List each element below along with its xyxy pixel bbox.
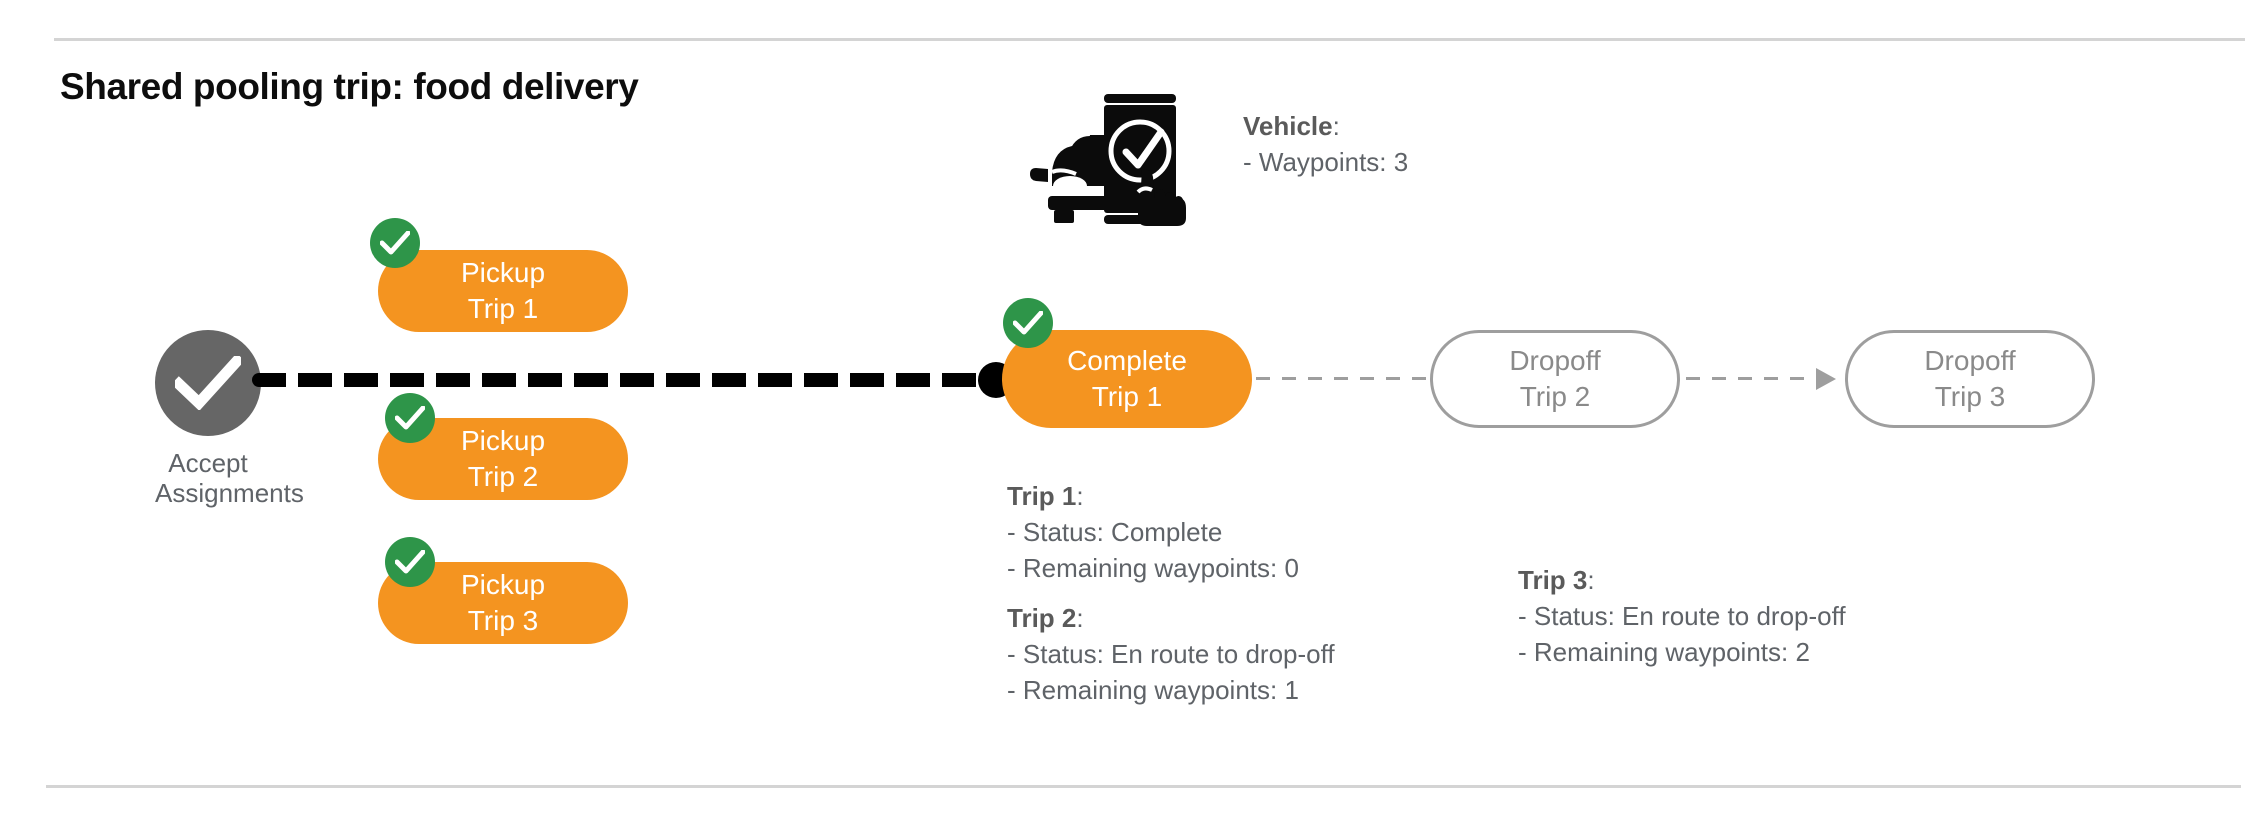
trip-3-note-header-suffix: : [1587,565,1595,595]
car-phone-check-icon [1030,88,1200,228]
pickup-trip-1-line1: Pickup [460,257,546,289]
accept-label-line2: Assignments [155,478,304,509]
green-check-badge-complete-1 [1003,298,1053,348]
trip-3-note-header-text: Trip 3 [1518,565,1588,595]
check-circle-icon [155,330,261,436]
trip-3-note-status: - Status: En route to drop-off [1518,601,1846,632]
dropoff-trip-2-line1: Dropoff [1509,345,1601,377]
pickup-trip-1-line2: Trip 1 [467,293,539,324]
pickup-trip-2-line1: Pickup [460,425,546,457]
green-check-badge-pickup-3 [385,537,435,587]
vehicle-note-header-text: Vehicle [1243,111,1333,141]
dropoff-trip-3-line1: Dropoff [1924,345,2016,377]
vehicle-note-waypoints: - Waypoints: 3 [1243,147,1409,178]
pickup-trip-3-line2: Trip 3 [467,605,539,636]
accept-assignments-label: Accept Assignments [155,448,304,509]
assignment-trunk-line [252,373,1000,387]
green-check-badge-pickup-1 [370,218,420,268]
trip-1-note: Trip 1: - Status: Complete - Remaining w… [1007,478,1299,586]
accept-assignments-node[interactable]: Accept Assignments [155,330,304,509]
connector-complete1-to-dropoff2 [1256,377,1426,380]
trip-3-note-waypoints: - Remaining waypoints: 2 [1518,637,1810,668]
trip-1-note-waypoints: - Remaining waypoints: 0 [1007,553,1299,584]
dropoff-trip-2-line2: Trip 2 [1519,381,1591,412]
page-title: Shared pooling trip: food delivery [60,66,639,107]
trip-2-note-header-text: Trip 2 [1007,603,1077,633]
pickup-trip-1-node[interactable]: Pickup Trip 1 [378,250,628,332]
trip-2-note-header: Trip 2: [1007,600,1335,636]
arrowhead-icon [1816,368,1836,390]
dropoff-trip-3-line2: Trip 3 [1934,381,2006,412]
bottom-divider [46,785,2241,788]
trip-2-note-status: - Status: En route to drop-off [1007,639,1335,670]
vehicle-note: Vehicle: - Waypoints: 3 [1243,108,1408,180]
pickup-trip-2-line2: Trip 2 [467,461,539,492]
vehicle-note-header-suffix: : [1332,111,1340,141]
trip-2-note-header-suffix: : [1076,603,1084,633]
trip-3-note: Trip 3: - Status: En route to drop-off -… [1518,562,1846,670]
trip-2-note: Trip 2: - Status: En route to drop-off -… [1007,600,1335,708]
complete-trip-1-node[interactable]: Complete Trip 1 [1002,330,1252,428]
pickup-trip-3-line1: Pickup [460,569,546,601]
complete-trip-1-line1: Complete [1067,345,1187,377]
trip-3-note-header: Trip 3: [1518,562,1846,598]
connector-dropoff2-to-dropoff3 [1686,377,1821,380]
trip-1-note-header: Trip 1: [1007,478,1299,514]
trip-1-note-header-text: Trip 1 [1007,481,1077,511]
dropoff-trip-3-node[interactable]: Dropoff Trip 3 [1845,330,2095,428]
top-divider [54,38,2245,41]
trip-2-note-waypoints: - Remaining waypoints: 1 [1007,675,1299,706]
trip-1-note-header-suffix: : [1076,481,1084,511]
complete-trip-1-line2: Trip 1 [1091,381,1163,412]
dropoff-trip-2-node[interactable]: Dropoff Trip 2 [1430,330,1680,428]
accept-label-line1: Accept [168,448,248,478]
green-check-badge-pickup-2 [385,393,435,443]
trip-1-note-status: - Status: Complete [1007,517,1223,548]
vehicle-note-header: Vehicle: [1243,108,1408,144]
